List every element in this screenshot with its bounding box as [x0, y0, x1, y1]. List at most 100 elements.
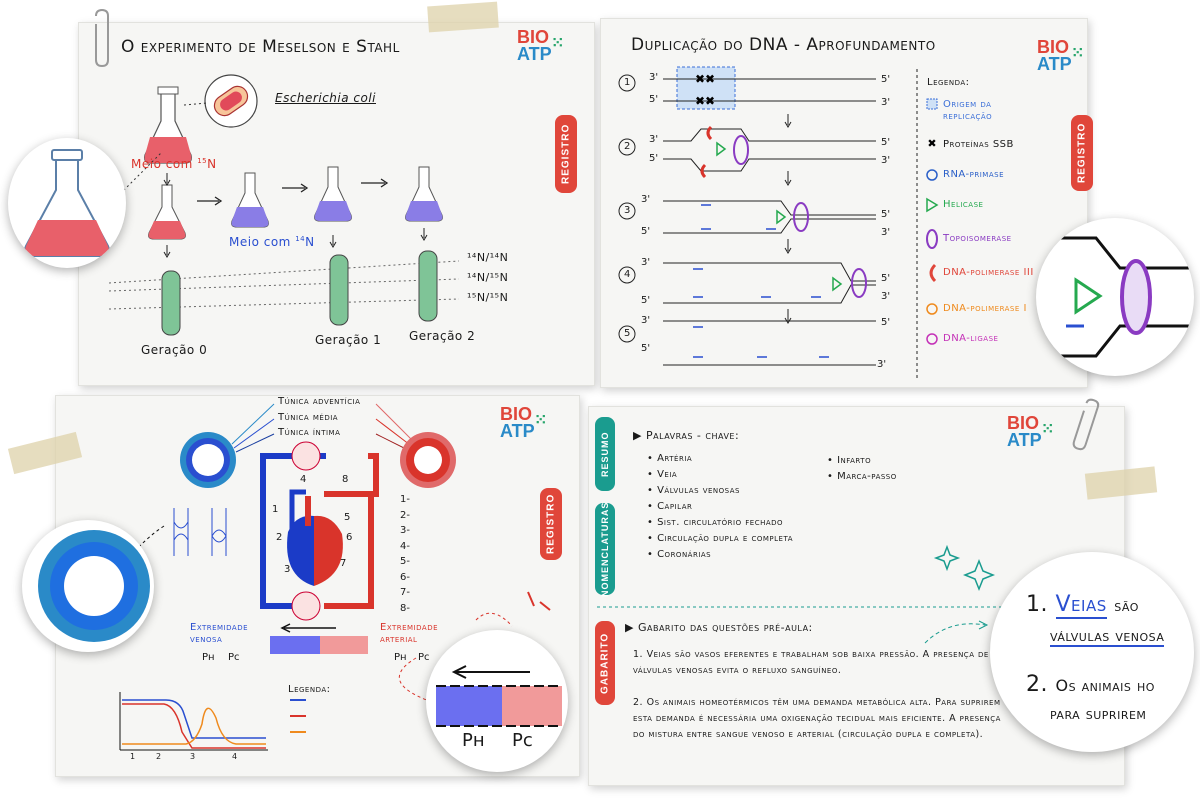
legend-title: Legenda: [927, 77, 970, 88]
capillary-zoom-lens: Pн Pc [426, 630, 568, 772]
card-title: Duplicação do DNA - Aprofundamento [631, 35, 936, 55]
venous-end-label: Extremidade venosa [190, 622, 249, 645]
step-number: 1 [624, 77, 631, 88]
generation-2-label: Geração 2 [409, 329, 476, 343]
strand-end-3: 3' [641, 257, 651, 268]
generation-0-label: Geração 0 [141, 343, 208, 357]
legend-polymerase1: DNA-polimerase I [943, 303, 1027, 314]
strand-end-3: 3' [881, 97, 891, 108]
venous-ph: Pн [202, 652, 215, 663]
ssb-legend-icon: ✖ [927, 137, 936, 150]
replication-steps-diagram: ✖✖✖✖ [618, 66, 939, 381]
svg-text:✖✖: ✖✖ [695, 94, 715, 108]
keyword-item: Capilar [647, 501, 793, 512]
legend-primase: RNA-primase [943, 169, 1005, 180]
strand-end-3: 3' [649, 134, 659, 145]
card-title: O experimento de Meselson e Stahl [121, 37, 400, 57]
answer-1: 1. Veias são vasos eferentes e trabalham… [633, 649, 989, 676]
keyword-item: Veia [647, 469, 793, 480]
zoom-line-3: 2. Os animais ho [1026, 672, 1155, 697]
fork-zoom-icon [1036, 236, 1194, 358]
graph-tick: 3 [190, 752, 196, 761]
keyword-item: Coronárias [647, 549, 793, 560]
tube-gen2-icon [418, 250, 438, 322]
zoom-line-4: para suprirem [1050, 704, 1147, 723]
legend-origin: Origem da replicação [943, 99, 993, 122]
graph-legend-title: Legenda: [288, 684, 331, 695]
topoisomerase-icon [926, 229, 938, 249]
zoom-pc: Pc [512, 730, 533, 751]
keywords-list-2: Infarto Marca-passo [827, 455, 897, 487]
tape-strip [427, 1, 499, 33]
answers-zoom-lens: 1. Veias são válvulas venosa 2. Os anima… [990, 552, 1194, 752]
band-label-15-15: ¹⁵N/¹⁵N [467, 291, 509, 304]
legend-polymerase3: DNA-polimerase III [943, 267, 1034, 278]
fork-zoom-lens [1036, 218, 1194, 376]
strand-end-5: 5' [641, 295, 651, 306]
zoom-line-2: válvulas venosa [1050, 626, 1165, 647]
flask-15n-icon [144, 86, 192, 164]
layer-intima: Túnica íntima [278, 427, 341, 438]
strand-end-3: 3' [881, 155, 891, 166]
heart-number: 7 [340, 558, 347, 569]
organism-label: Escherichia coli [275, 91, 376, 105]
zoom-ph: Pн [462, 730, 485, 751]
band-label-14-14: ¹⁴N/¹⁴N [467, 251, 509, 264]
tube-gen0-icon [161, 270, 181, 336]
strand-end-3: 3' [877, 359, 887, 370]
strand-end-5: 5' [641, 226, 651, 237]
strand-end-5: 5' [881, 317, 891, 328]
arterial-end-label: Extremidade arterial [380, 622, 439, 645]
heart-number: 1 [272, 504, 279, 515]
meselson-diagram [108, 74, 460, 336]
keyword-item: Artéria [647, 453, 793, 464]
heart-number: 8 [342, 474, 349, 485]
legend-ligase: DNA-ligase [943, 333, 999, 344]
sparkle-icon [933, 544, 961, 572]
vein-ring-zoom-icon [38, 530, 150, 642]
medium-14n-label: Meio com 14N [229, 235, 315, 249]
medium-15n-label: Meio com 15N [131, 157, 217, 171]
strand-end-5: 5' [649, 153, 659, 164]
strand-end-5: 5' [881, 273, 891, 284]
bacterium-icon [213, 85, 249, 117]
flask-zoom-lens [8, 138, 126, 268]
flask-gen2-icon [405, 166, 443, 222]
keyword-item: Infarto [827, 455, 897, 466]
graph-tick: 2 [156, 752, 162, 761]
ssb-icon: ✖✖✖✖ [695, 72, 715, 108]
strand-end-3: 3' [881, 291, 891, 302]
strand-end-3: 3' [881, 227, 891, 238]
ligase-icon [926, 333, 938, 345]
logo-spark-icon: ⁙ [1041, 421, 1055, 438]
band-label-14-15: ¹⁴N/¹⁵N [467, 271, 509, 284]
vein-valve-icon [173, 508, 227, 556]
strand-end-5: 5' [881, 74, 891, 85]
helicase-icon [926, 197, 939, 213]
artery-ring-icon [400, 432, 456, 488]
strand-end-5: 5' [881, 209, 891, 220]
heart-number: 4 [300, 474, 307, 485]
polymerase1-icon [926, 303, 938, 315]
legend-helicase: Helicase [943, 199, 984, 210]
heart-number: 5 [344, 512, 351, 523]
vein-zoom-lens [22, 520, 154, 652]
keyword-item: Sist. circulatório fechado [647, 517, 793, 528]
vein-ring-icon [180, 432, 236, 488]
strand-end-5: 5' [641, 343, 651, 354]
step-number: 4 [624, 269, 631, 280]
answers-title: ▶ Gabarito das questões pré-aula: [625, 621, 813, 634]
keyword-item: Válvulas venosas [647, 485, 793, 496]
sparkle-icon [962, 558, 996, 592]
flask-gen1-icon [314, 166, 352, 222]
heart-answer-list: 1-2- 3-4- 5-6- 7-8- [400, 494, 410, 614]
logo-spark-icon: ⁙ [551, 35, 565, 52]
graph-tick: 1 [130, 752, 136, 761]
strand-end-3: 3' [641, 194, 651, 205]
primase-icon [926, 169, 938, 181]
